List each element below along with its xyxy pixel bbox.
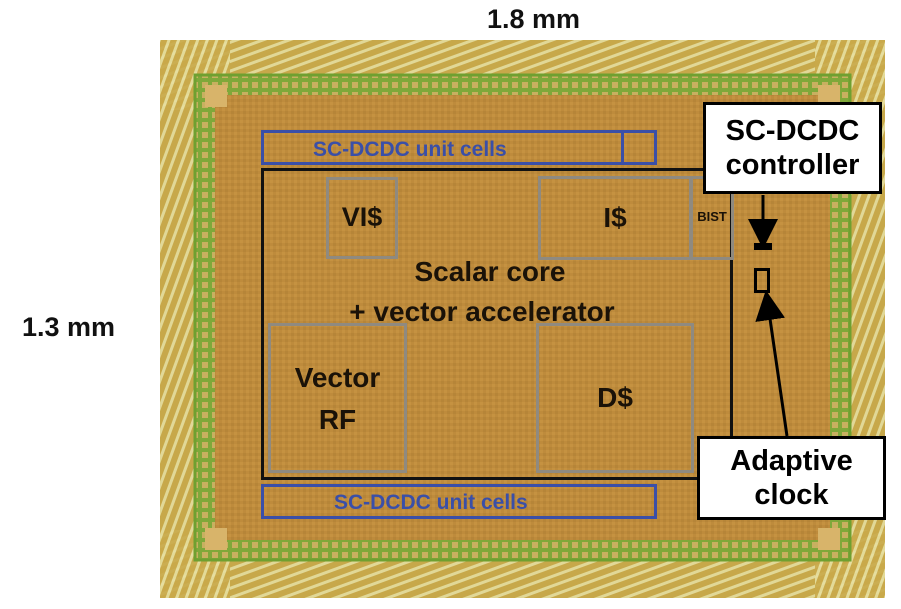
width-dimension-label: 1.8 mm xyxy=(487,4,581,34)
bist-label: BIST xyxy=(697,209,727,224)
d-cache-label: D$ xyxy=(597,382,633,413)
sc-dcdc-controller-marker xyxy=(754,243,772,250)
sc-dcdc-top-label: SC-DCDC unit cells xyxy=(313,138,507,161)
height-dimension-label: 1.3 mm xyxy=(22,312,116,342)
core-outline xyxy=(261,168,733,480)
sc-dcdc-controller-callout: SC-DCDC controller xyxy=(703,102,882,194)
sc-dcdc-bottom-block xyxy=(261,484,657,519)
vector-rf-block xyxy=(268,323,407,473)
sc-dcdc-top-small-block xyxy=(621,130,657,165)
vi-cache-label: VI$ xyxy=(341,202,383,232)
vi-cache-block xyxy=(326,177,398,259)
adaptive-clock-marker xyxy=(754,268,770,293)
controller-callout-line2: controller xyxy=(725,149,860,181)
clock-callout-line1: Adaptive xyxy=(730,445,853,477)
sc-dcdc-bottom-label: SC-DCDC unit cells xyxy=(334,491,528,514)
adaptive-clock-callout: Adaptive clock xyxy=(697,436,886,520)
vector-rf-label-line2: RF xyxy=(318,404,357,435)
i-cache-label: I$ xyxy=(603,202,627,233)
core-label-line2: + vector accelerator xyxy=(349,296,615,327)
d-cache-block xyxy=(536,323,694,473)
controller-callout-line1: SC-DCDC xyxy=(725,115,860,147)
core-label-line1: Scalar core xyxy=(414,256,566,287)
clock-callout-line2: clock xyxy=(754,479,829,511)
vector-rf-label-line1: Vector xyxy=(294,362,381,393)
